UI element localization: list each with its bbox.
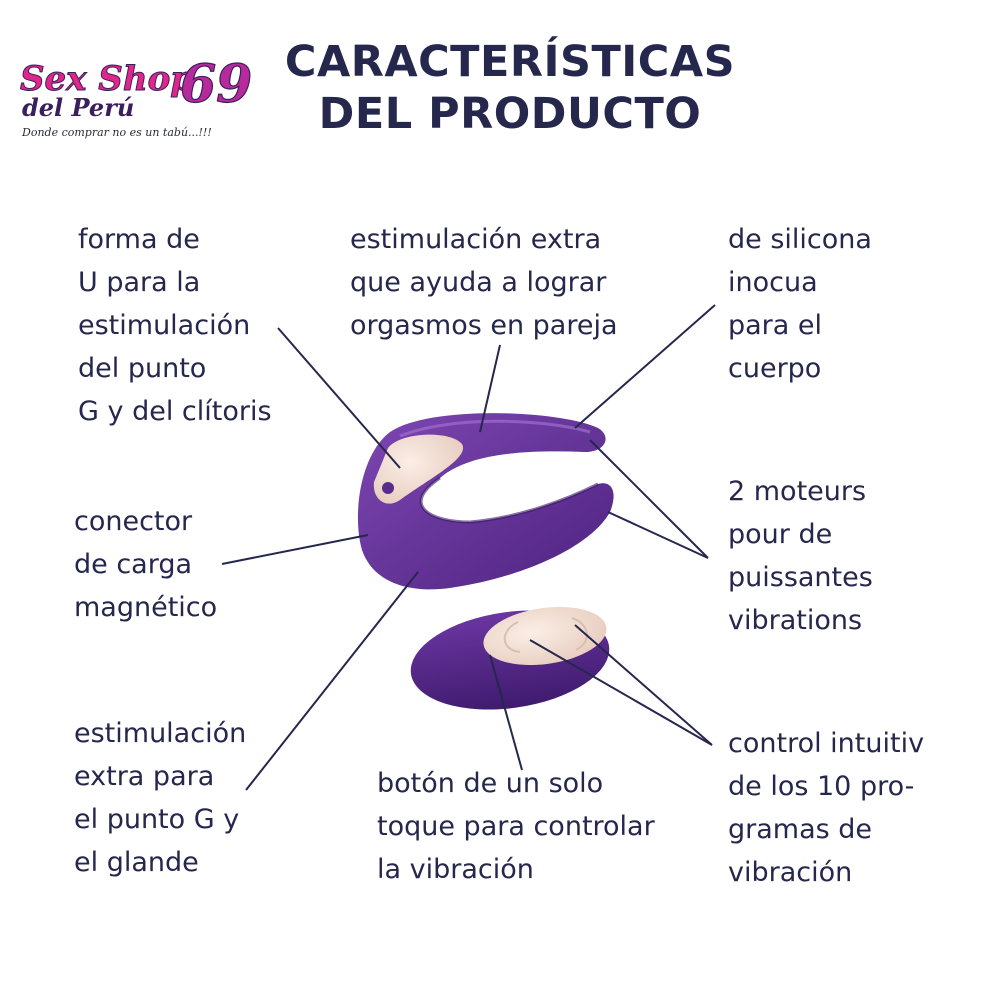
title-line-2: DEL PRODUCTO: [318, 89, 702, 139]
feature-programs-line: de los 10 pro-: [728, 771, 915, 802]
remote-control: [410, 606, 610, 710]
feature-g-glans-line: el punto G y: [74, 804, 240, 835]
feature-one-button-line: botón de un solo: [377, 768, 604, 799]
feature-g-glans-line: extra para: [74, 761, 215, 792]
feature-charger-line: magnético: [74, 592, 218, 623]
feature-u-shape-line: U para la: [78, 267, 201, 298]
feature-silicone-line: inocua: [728, 267, 818, 298]
feature-extra-couple: estimulación extra que ayuda a lograr or…: [350, 218, 618, 347]
gold-panel: [373, 434, 464, 504]
feature-charger-line: de carga: [74, 549, 193, 580]
feature-one-button-line: la vibración: [377, 854, 534, 885]
feature-programs-line: vibración: [728, 857, 853, 888]
feature-u-shape-line: G y del clítoris: [78, 396, 272, 427]
page-title: CARACTERÍSTICAS DEL PRODUCTO: [280, 36, 740, 140]
feature-u-shape-line: estimulación: [78, 310, 251, 341]
feature-motors-line: pour de: [728, 519, 833, 550]
feature-motors-line: vibrations: [728, 605, 863, 636]
feature-g-glans-line: el glande: [74, 847, 199, 878]
feature-motors: 2 moteurs pour de puissantes vibrations: [728, 470, 873, 642]
feature-silicone-line: cuerpo: [728, 353, 822, 384]
feature-extra-couple-line: estimulación extra: [350, 224, 602, 255]
feature-motors-line: puissantes: [728, 562, 873, 593]
feature-programs-line: gramas de: [728, 814, 873, 845]
charger-dot: [382, 482, 394, 494]
vibrator-body: [357, 413, 614, 590]
feature-silicone-line: de silicona: [728, 224, 872, 255]
feature-g-glans: estimulación extra para el punto G y el …: [74, 712, 246, 884]
feature-extra-couple-line: orgasmos en pareja: [350, 310, 618, 341]
logo-brand-number: 69: [180, 54, 252, 115]
feature-silicone: de silicona inocua para el cuerpo: [728, 218, 872, 390]
feature-g-glans-line: estimulación: [74, 718, 247, 749]
feature-programs-line: control intuitiv: [728, 728, 925, 759]
feature-u-shape-line: forma de: [78, 224, 200, 255]
logo-brand-sub: del Perú: [22, 93, 134, 122]
feature-u-shape: forma de U para la estimulación del punt…: [78, 218, 272, 433]
feature-extra-couple-line: que ayuda a lograr: [350, 267, 607, 298]
feature-programs: control intuitiv de los 10 pro- gramas d…: [728, 722, 924, 894]
logo-graphic: Sex Shop 69 del Perú Donde comprar no es…: [20, 53, 253, 139]
logo-brand-main: Sex Shop: [20, 59, 194, 99]
brand-logo: Sex Shop 69 del Perú Donde comprar no es…: [18, 52, 268, 147]
feature-charger: conector de carga magnético: [74, 500, 217, 629]
logo-tagline: Donde comprar no es un tabú...!!!: [21, 126, 212, 139]
leader-lines: [221, 304, 716, 791]
feature-charger-line: conector: [74, 506, 193, 537]
feature-motors-line: 2 moteurs: [728, 476, 867, 507]
feature-u-shape-line: del punto: [78, 353, 207, 384]
feature-one-button-line: toque para controlar: [377, 811, 655, 842]
feature-silicone-line: para el: [728, 310, 823, 341]
title-line-1: CARACTERÍSTICAS: [284, 37, 736, 87]
feature-one-button: botón de un solo toque para controlar la…: [377, 762, 655, 891]
